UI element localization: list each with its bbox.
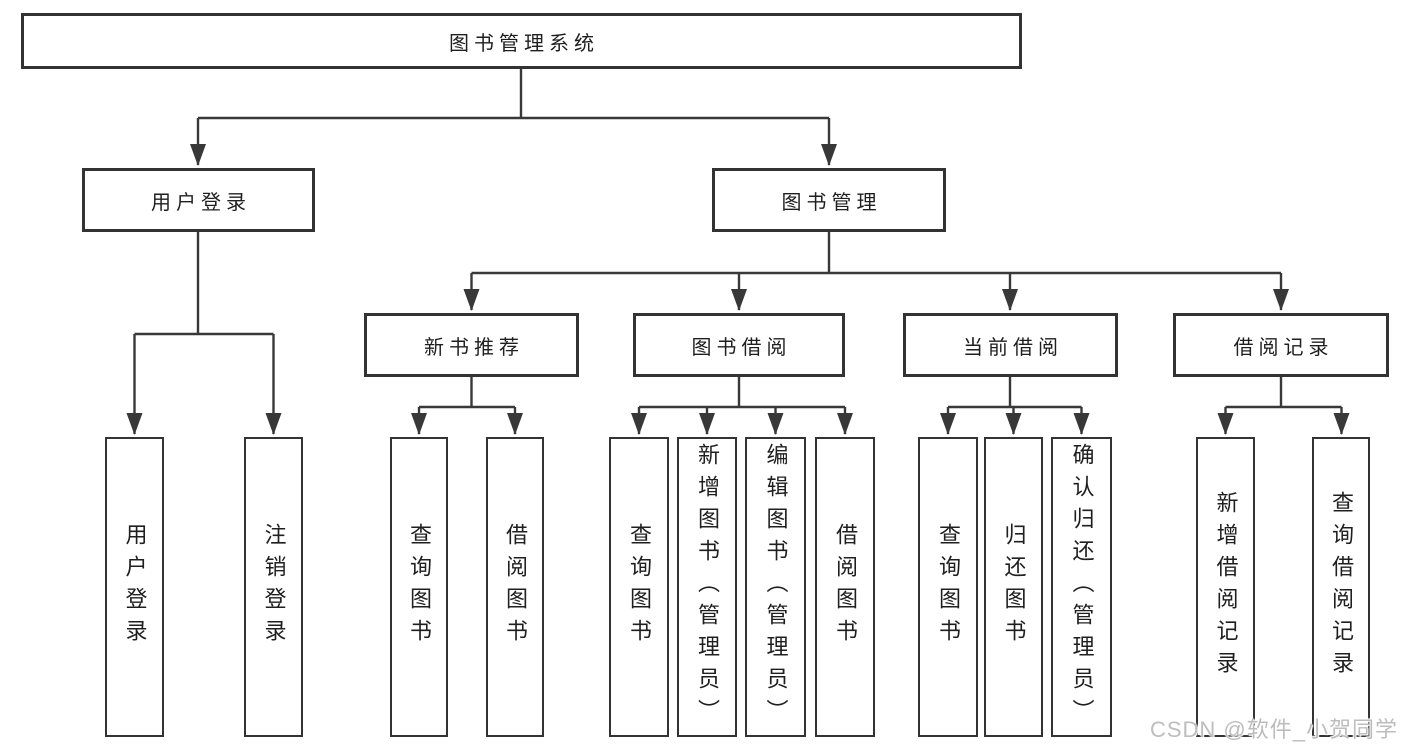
leaf-confirm-return-admin: 确认归还（管理员） — [1051, 437, 1112, 737]
leaf-label: 查询图书 — [407, 523, 432, 651]
leaf-borrow-books-borrowing: 借阅图书 — [815, 437, 875, 737]
node-user-login: 用户登录 — [82, 168, 315, 232]
leaf-add-books-admin: 新增图书（管理员） — [677, 437, 737, 737]
leaf-label: 查询图书 — [936, 523, 961, 651]
node-new-book-recommend: 新书推荐 — [364, 313, 579, 377]
leaf-borrow-books-recommend: 借阅图书 — [486, 437, 544, 737]
leaf-label: 确认归还（管理员） — [1069, 443, 1095, 731]
leaf-label: 编辑图书（管理员） — [763, 443, 789, 731]
connector-trunks — [134, 69, 1342, 409]
leaf-label: 查询借阅记录 — [1329, 491, 1354, 683]
leaf-add-borrow-record: 新增借阅记录 — [1196, 437, 1255, 737]
node-borrowing-records: 借阅记录 — [1173, 313, 1389, 377]
leaf-label: 归还图书 — [1001, 523, 1027, 651]
leaf-return-books: 归还图书 — [984, 437, 1043, 737]
node-book-borrowing: 图书借阅 — [633, 313, 845, 377]
leaf-user-login: 用户登录 — [105, 437, 164, 737]
node-current-borrowing: 当前借阅 — [903, 313, 1118, 377]
leaf-query-books-current: 查询图书 — [918, 437, 978, 737]
leaf-label: 新增图书（管理员） — [695, 443, 720, 731]
node-book-management: 图书管理 — [712, 168, 946, 232]
node-root-system: 图书管理系统 — [21, 13, 1022, 69]
leaf-logout: 注销登录 — [244, 437, 303, 737]
leaf-label: 查询图书 — [627, 523, 652, 651]
leaf-label: 借阅图书 — [503, 523, 528, 651]
leaf-query-books-recommend: 查询图书 — [390, 437, 448, 737]
leaf-label: 新增借阅记录 — [1213, 491, 1239, 683]
csdn-watermark: CSDN @软件_小贺同学 — [1149, 717, 1398, 742]
leaf-label: 用户登录 — [122, 523, 148, 651]
leaf-label: 注销登录 — [261, 523, 287, 651]
leaf-edit-books-admin: 编辑图书（管理员） — [745, 437, 806, 737]
leaf-query-books-borrowing: 查询图书 — [609, 437, 669, 737]
leaf-label: 借阅图书 — [833, 523, 858, 651]
elbow-connectors — [126, 69, 1350, 435]
leaf-query-borrow-record: 查询借阅记录 — [1312, 437, 1370, 737]
